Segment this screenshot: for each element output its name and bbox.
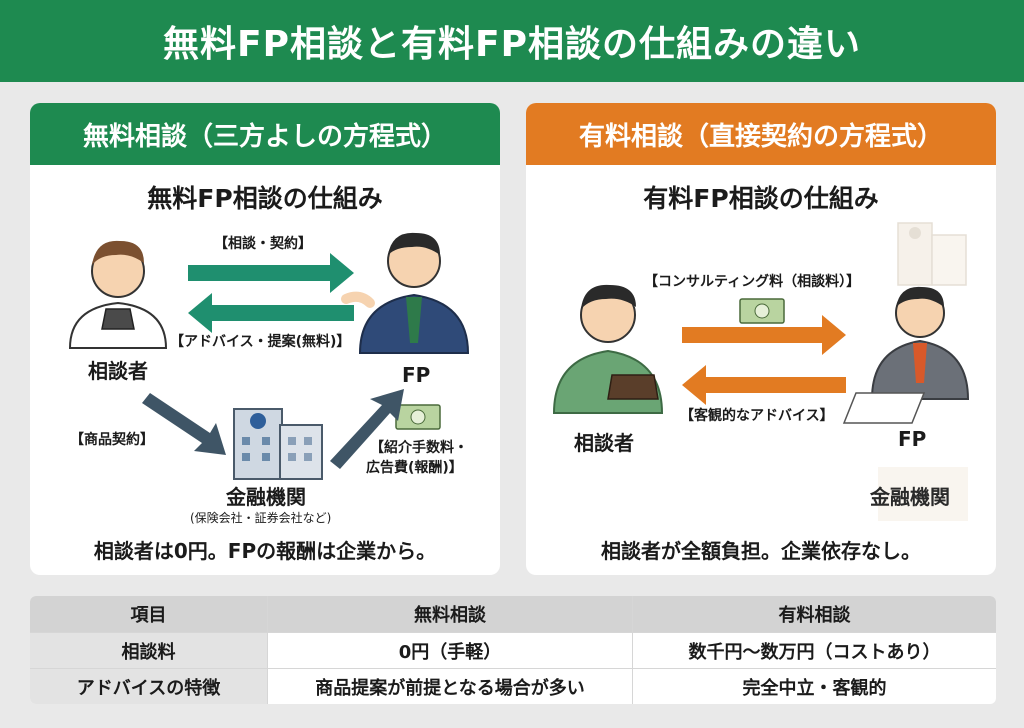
label-consulting-fee: 【コンサルティング料（相談料）】 xyxy=(644,274,861,290)
financial-institution-icon xyxy=(233,408,323,480)
paid-flow-diagram xyxy=(552,222,970,521)
fp-person-icon xyxy=(842,286,970,424)
client-label: 相談者 xyxy=(88,359,148,383)
client-person-icon xyxy=(552,284,664,414)
faded-institution-icon xyxy=(878,467,968,521)
label-fee-1: 【紹介手数料・ xyxy=(370,440,468,456)
free-flow-diagram xyxy=(68,232,470,480)
fp-label: FP xyxy=(898,427,927,451)
page-title: 無料FP相談と有料FP相談の仕組みの違い xyxy=(163,24,861,65)
paid-panel-header: 有料相談（直接契約の方程式） xyxy=(526,103,996,165)
table-row: アドバイスの特徴 商品提案が前提となる場合が多い 完全中立・客観的 xyxy=(30,668,996,704)
arrow-fee-to-fp xyxy=(682,315,846,355)
title-banner: 無料FP相談と有料FP相談の仕組みの違い xyxy=(0,0,1024,82)
money-bill-icon xyxy=(739,298,785,324)
arrow-consult-to-fp xyxy=(188,253,354,293)
label-fee-2: 広告費(報酬)】 xyxy=(366,460,463,476)
paid-panel-subtitle: 有料FP相談の仕組み xyxy=(643,184,879,213)
arrow-advice-to-client xyxy=(682,365,846,405)
arrow-advice-to-client xyxy=(188,293,354,333)
table-header-row: 項目 無料相談 有料相談 xyxy=(30,596,996,632)
table-row: 相談料 0円（手軽） 数千円〜数万円（コストあり） xyxy=(30,632,996,668)
label-product-contract: 【商品契約】 xyxy=(70,432,154,448)
table-header-free: 無料相談 xyxy=(267,596,632,632)
table-cell: 完全中立・客観的 xyxy=(632,669,996,704)
arrow-contract-to-institution xyxy=(142,393,226,455)
free-summary: 相談者は0円。FPの報酬は企業から。 xyxy=(93,539,437,563)
fp-person-icon xyxy=(341,232,470,354)
table-header-paid: 有料相談 xyxy=(632,596,996,632)
paid-summary: 相談者が全額負担。企業依存なし。 xyxy=(601,539,921,563)
free-panel-subtitle: 無料FP相談の仕組み xyxy=(147,184,383,213)
label-objective-advice: 【客観的なアドバイス】 xyxy=(680,408,834,424)
table-cell: 数千円〜数万円（コストあり） xyxy=(632,633,996,668)
money-bill-icon xyxy=(395,404,441,430)
client-label: 相談者 xyxy=(574,431,634,455)
table-cell: 0円（手軽） xyxy=(267,633,632,668)
client-person-icon xyxy=(68,240,168,349)
label-consult-contract: 【相談・契約】 xyxy=(214,236,312,252)
fp-label: FP xyxy=(402,363,431,387)
table-cell: 相談料 xyxy=(30,633,267,668)
arrow-fee-to-fp xyxy=(330,389,404,469)
table-header-item: 項目 xyxy=(30,596,267,632)
label-advice-free: 【アドバイス・提案(無料)】 xyxy=(170,334,351,350)
paid-consultation-panel: 有料相談（直接契約の方程式） 有料FP相談の仕組み xyxy=(526,103,996,575)
institution-note: (保険会社・証券会社など) xyxy=(190,511,332,525)
institution-label: 金融機関 xyxy=(226,485,306,509)
table-cell: 商品提案が前提となる場合が多い xyxy=(267,669,632,704)
free-consultation-panel: 無料相談（三方よしの方程式） 無料FP相談の仕組み xyxy=(30,103,500,575)
faded-building-icon xyxy=(897,222,967,286)
comparison-table: 項目 無料相談 有料相談 相談料 0円（手軽） 数千円〜数万円（コストあり） ア… xyxy=(30,596,996,704)
institution-label: 金融機関 xyxy=(870,485,950,509)
free-panel-header: 無料相談（三方よしの方程式） xyxy=(30,103,500,165)
table-cell: アドバイスの特徴 xyxy=(30,669,267,704)
